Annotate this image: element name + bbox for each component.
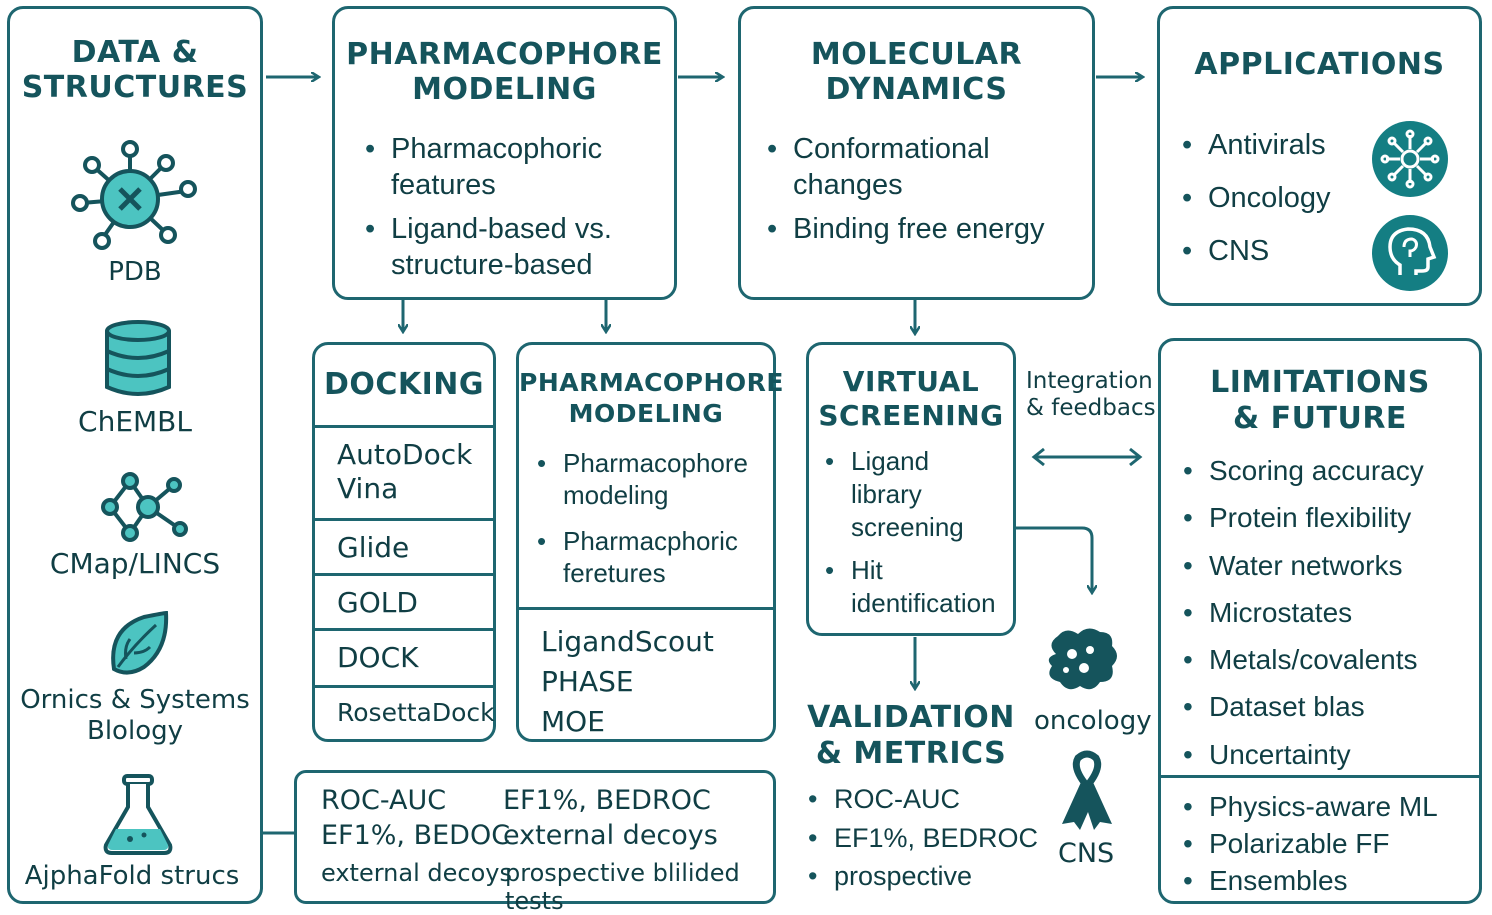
arrow-vs-to-oncology <box>1016 526 1092 592</box>
network-icon <box>101 472 188 542</box>
bullet: Microstates <box>1183 589 1424 637</box>
docking-row-gold: GOLD <box>315 573 493 628</box>
alphafold-label: AjphaFold strucs <box>24 861 240 891</box>
docking-row-glide: Glide <box>315 518 493 573</box>
applications-panel: APPLICATIONS Antivirals Oncology CNS <box>1157 6 1482 306</box>
bullet: Antivirals <box>1182 119 1331 172</box>
oncology-label: oncology <box>1034 706 1152 736</box>
virus-icon <box>1372 121 1448 197</box>
bullet: Protein flexibility <box>1183 494 1424 542</box>
bullet: Metals/covalents <box>1183 636 1424 684</box>
metrics-cell: prospective blilided tests <box>505 859 740 915</box>
metrics-cell: ROC-AUC <box>321 785 447 816</box>
protein-icon <box>71 140 197 250</box>
docking-row-rosettadock: RosettaDock <box>315 685 495 742</box>
metrics-cell: EF1%, BEDROC <box>503 785 711 816</box>
pharmacophore-top-title: PHARMACOPHORE MODELING <box>346 37 663 107</box>
bullet: Scoring accuracy <box>1183 447 1424 495</box>
applications-title: APPLICATIONS <box>1194 47 1445 82</box>
validation-bullets: ROC-AUC EF1%, BEDROC prospective <box>808 780 1038 896</box>
chembl-label: ChEMBL <box>78 405 192 438</box>
cns-label: CNS <box>1058 838 1115 869</box>
leaf-icon <box>111 610 169 675</box>
pharmacophore-mid-title: PHARMACOPHORE MODELING <box>519 368 784 428</box>
integration-label: Integration & feedbacs <box>1026 368 1156 421</box>
docking-row-dock: DOCK <box>315 628 493 685</box>
bullet: prospective <box>808 857 1038 896</box>
metrics-cell: EF1%, BEDOC <box>321 820 511 851</box>
bullet: CNS <box>1182 225 1331 278</box>
bullet: Ensembles <box>1183 862 1438 899</box>
pharmacophore-top-panel: PHARMACOPHORE MODELING Pharmacophoricfea… <box>332 6 677 300</box>
virtual-screening-title: VIRTUAL SCREENING <box>818 365 1004 432</box>
bullet: Uncertainty <box>1183 731 1424 779</box>
pharmacophore-tools: LigandScout PHASE MOE <box>519 607 773 742</box>
bullet: Physics-aware ML <box>1183 788 1438 825</box>
future-bullets: Physics-aware ML Polarizable FF Ensemble… <box>1183 788 1438 899</box>
bullet: Polarizable FF <box>1183 825 1438 862</box>
bullet: Dataset blas <box>1183 683 1424 731</box>
bullet: Binding free energy <box>767 211 1045 247</box>
molecular-dynamics-panel: MOLECULAR DYNAMICS Conformationalchanges… <box>738 6 1095 300</box>
flask-icon <box>103 774 173 855</box>
future-section: Physics-aware ML Polarizable FF Ensemble… <box>1161 775 1479 904</box>
metrics-cell: external decoys <box>321 859 512 887</box>
head-icon <box>1372 215 1448 291</box>
docking-title: DOCKING <box>323 367 485 402</box>
cmap-lincs-label: CMap/LINCS <box>49 547 221 580</box>
ribbon-icon <box>1062 750 1112 830</box>
omics-label: Ornics & Systems Blology <box>20 685 250 746</box>
limitations-panel: LIMITATIONS & FUTURE Scoring accuracy Pr… <box>1158 338 1482 904</box>
bullet: EF1%, BEDROC <box>808 819 1038 858</box>
pharmacophore-mid-panel: PHARMACOPHORE MODELING Pharmacophoremode… <box>516 342 784 742</box>
pdb-label: PDB <box>108 257 162 287</box>
bullet: Ligand-based vs.structure-based <box>365 211 612 283</box>
limitations-bullets: Scoring accuracy Protein flexibility Wat… <box>1183 447 1424 778</box>
limitations-title: LIMITATIONS & FUTURE <box>1210 365 1430 436</box>
molecular-dynamics-title: MOLECULAR DYNAMICS <box>810 37 1023 107</box>
metrics-cell: external decoys <box>503 820 718 851</box>
virtual-screening-panel: VIRTUAL SCREENING Ligandlibraryscreening… <box>806 342 1016 636</box>
bullet: ROC-AUC <box>808 780 1038 819</box>
database-icon <box>105 320 171 396</box>
applications-bullets: Antivirals Oncology CNS <box>1182 119 1331 278</box>
bullet: Oncology <box>1182 172 1331 225</box>
metrics-table-panel: ROC-AUC EF1%, BEDROC EF1%, BEDOC externa… <box>294 770 776 915</box>
oncology-cell-icon <box>1048 628 1117 690</box>
data-structures-title: DATA & STRUCTURES <box>21 35 249 105</box>
validation-title: VALIDATION & METRICS <box>807 700 1015 771</box>
data-structures-panel: DATA & STRUCTURES PDB ChEMBL <box>7 6 263 904</box>
bullet: Water networks <box>1183 542 1424 590</box>
